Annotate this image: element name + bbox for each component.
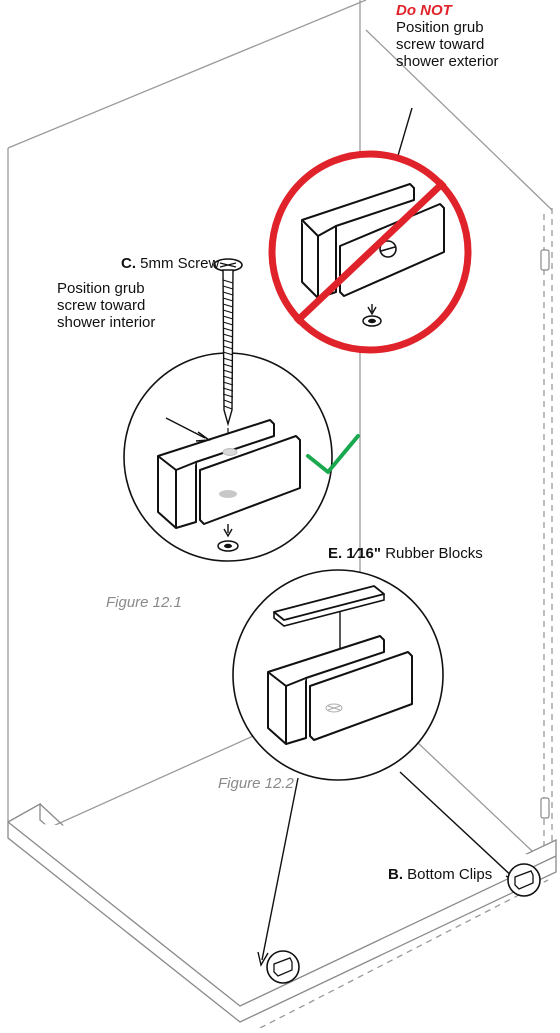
interior-note: Position grub screw toward shower interi… <box>57 280 156 331</box>
rubber-blocks-callout: E. 1⁄16" Rubber Blocks <box>328 545 483 562</box>
warning-detail <box>268 107 472 354</box>
bottom-clips-letter: B. <box>388 866 403 883</box>
bottom-clips-callout: B. Bottom Clips <box>388 866 492 883</box>
clip-icon <box>157 419 301 529</box>
rubber-block-detail <box>232 569 444 781</box>
figure-12-2-caption: Figure 12.2 <box>218 775 294 792</box>
screw-detail <box>123 258 360 562</box>
rubber-blocks-letter: E. <box>328 545 343 562</box>
clip-icon <box>267 635 413 745</box>
screw-callout: C. 5mm Screw <box>121 255 219 272</box>
base-tray <box>7 802 557 1023</box>
figure-12-1-caption: Figure 12.1 <box>106 594 182 611</box>
panel-hinges <box>540 249 550 819</box>
checkmark-icon <box>306 434 360 474</box>
rubber-blocks-label: Rubber Blocks <box>385 545 483 562</box>
bottom-clip-markers <box>266 863 541 984</box>
bottom-clips-label: Bottom Clips <box>407 866 493 883</box>
warning-text: Position grub screw toward shower exteri… <box>396 19 499 70</box>
rubber-blocks-size: 1⁄16" <box>346 545 382 562</box>
screw-icon <box>213 258 243 427</box>
warning-title: Do NOT <box>396 2 452 19</box>
screw-callout-label: 5mm Screw <box>140 255 220 272</box>
screw-callout-letter: C. <box>121 255 136 272</box>
